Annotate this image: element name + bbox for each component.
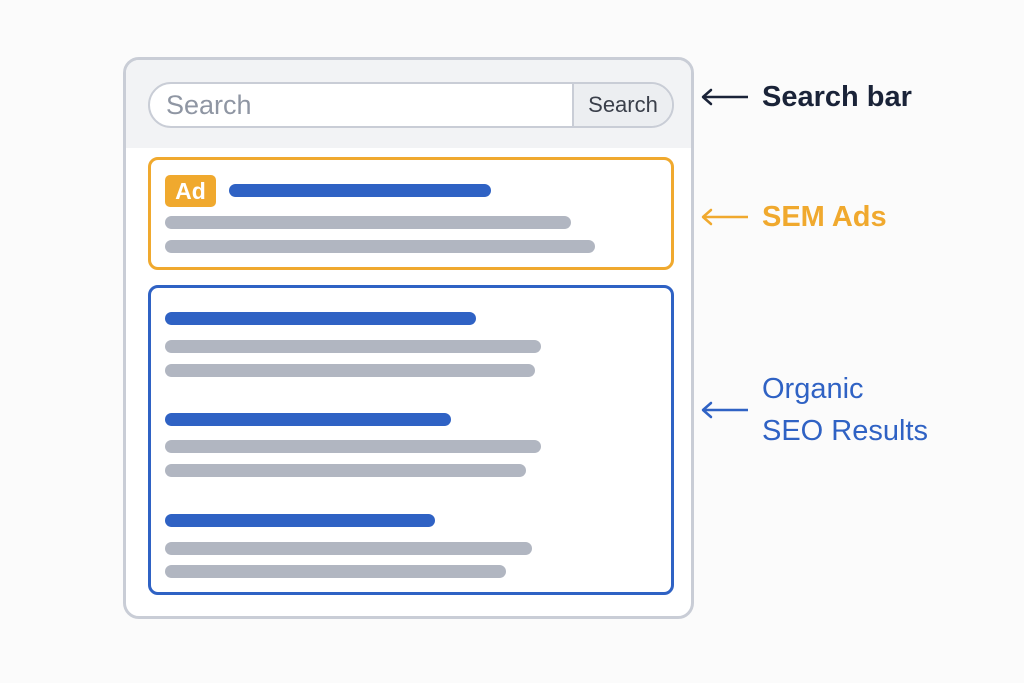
organic-result-text-placeholder-line	[165, 440, 541, 453]
search-button[interactable]: Search	[572, 84, 672, 126]
organic-result-text-placeholder-line	[165, 340, 541, 353]
organic-result-text-placeholder-line	[165, 364, 535, 377]
organic-result-title-placeholder[interactable]	[165, 312, 476, 325]
organic-results	[148, 285, 674, 595]
organic-result-title-placeholder[interactable]	[165, 514, 435, 527]
annotation-organic-seo: Organic SEO Results	[700, 368, 928, 452]
ad-title-placeholder[interactable]	[229, 184, 491, 197]
arrow-left-icon	[701, 88, 748, 106]
arrow-left-icon	[701, 401, 748, 419]
search-results-page: Search Ad	[123, 57, 694, 619]
organic-result-text-placeholder-line	[165, 464, 526, 477]
ad-badge: Ad	[165, 175, 216, 207]
ad-text-placeholder-line	[165, 240, 595, 253]
annotation-label-organic-line1: Organic	[762, 373, 864, 405]
organic-result-text-placeholder-line	[165, 542, 532, 555]
annotation-label-organic-seo: Organic SEO Results	[762, 368, 928, 452]
annotation-label-organic-line2: SEO Results	[762, 415, 928, 447]
search-input[interactable]	[150, 84, 570, 126]
annotation-sem-ads: SEM Ads	[700, 196, 887, 238]
annotation-label-sem-ads: SEM Ads	[762, 201, 887, 233]
ad-text-placeholder-line	[165, 216, 571, 229]
annotation-search-bar: Search bar	[700, 76, 912, 118]
organic-result-text-placeholder-line	[165, 565, 506, 578]
arrow-left-icon	[701, 208, 748, 226]
search-bar: Search	[148, 82, 674, 128]
sem-ad-result[interactable]: Ad	[148, 157, 674, 270]
annotation-label-search-bar: Search bar	[762, 81, 912, 113]
search-header: Search	[126, 60, 691, 148]
organic-result-title-placeholder[interactable]	[165, 413, 451, 426]
